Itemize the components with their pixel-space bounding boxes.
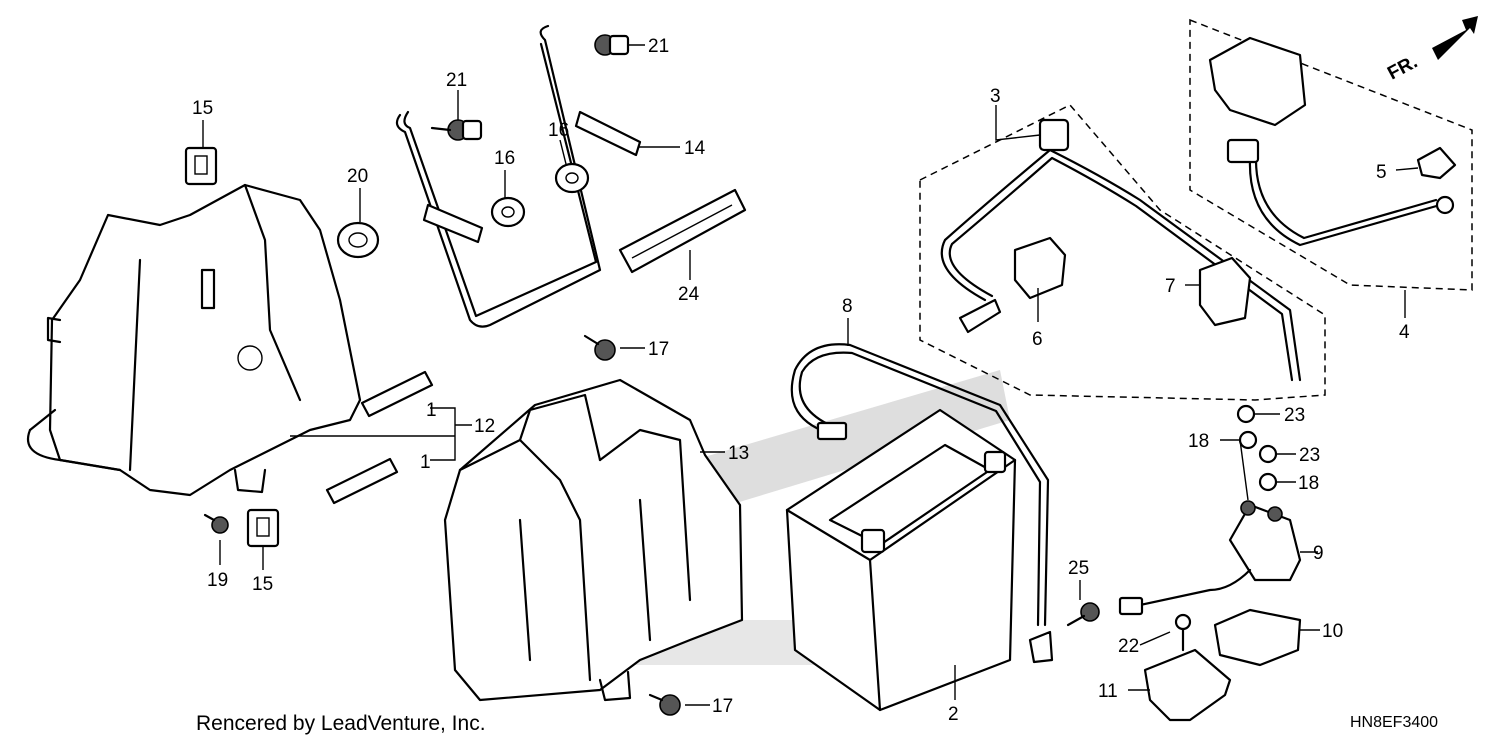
relay-bracket-11	[1143, 648, 1232, 722]
callout-label: 21	[648, 36, 669, 57]
callout-label: 5	[1376, 162, 1387, 183]
nut-23-lower	[1258, 444, 1278, 464]
callout-label: 15	[252, 574, 273, 595]
cable-kit-4	[1189, 18, 1473, 291]
bolt-21-top	[594, 34, 630, 56]
credit-text: Rencered by LeadVenture, Inc.	[196, 712, 486, 735]
callout-label: 20	[347, 166, 368, 187]
battery-2	[785, 408, 1017, 712]
terminal-cap-7	[1198, 256, 1252, 327]
clip-15-bottom	[246, 508, 280, 548]
grommet-16-left	[490, 196, 526, 228]
battery-box-cover	[27, 183, 362, 497]
callout-label: 16	[494, 148, 515, 169]
callout-label: 3	[990, 86, 1001, 107]
callout-label: 17	[712, 696, 733, 717]
callout-label: 25	[1068, 558, 1089, 579]
direction-label: FR.	[1384, 52, 1421, 85]
rubber-strip-1-upper	[360, 370, 434, 418]
callouts: 1 1 2 3 4 5 6 7 8 9 10 11 12 13 14 15 15…	[192, 36, 1410, 725]
leader-lines	[202, 44, 1419, 706]
rubber-strip-1-lower	[325, 457, 399, 505]
callout-label: 23	[1284, 405, 1305, 426]
bolt-17-top	[583, 334, 616, 361]
terminal-cap-6	[1013, 236, 1067, 300]
screw-22	[1174, 613, 1192, 652]
callout-label: 18	[1188, 431, 1209, 452]
callout-label: 17	[648, 339, 669, 360]
callout-label: 19	[207, 570, 228, 591]
bolt-17-bottom	[648, 693, 681, 716]
callout-label: 7	[1165, 276, 1176, 297]
harness-kit-3	[919, 104, 1326, 401]
bolt-25	[1066, 602, 1100, 627]
grommet-16-right	[554, 162, 590, 194]
callout-label: 21	[446, 70, 467, 91]
callout-label: 23	[1299, 445, 1320, 466]
terminal-5	[1416, 146, 1457, 180]
front-direction-arrow: FR.	[1384, 16, 1478, 84]
grommet-20	[336, 221, 380, 259]
washer-18-right	[1258, 472, 1278, 492]
callout-label: 16	[548, 120, 569, 141]
battery-holder-rod	[395, 24, 642, 328]
callout-label: 4	[1399, 322, 1410, 343]
nut-23-upper	[1236, 404, 1256, 424]
battery-strap-24	[618, 188, 747, 274]
callout-label: 18	[1298, 473, 1319, 494]
callout-label: 1	[420, 452, 431, 473]
relay-mount-10	[1213, 608, 1302, 667]
callout-label: 11	[1098, 681, 1118, 702]
clip-15-top	[184, 146, 218, 186]
callout-label: 13	[728, 443, 749, 464]
bolt-19	[203, 513, 229, 534]
callout-label: 8	[842, 296, 853, 317]
callout-label: 9	[1313, 543, 1324, 564]
diagram-code: HN8EF3400	[1350, 714, 1439, 731]
callout-label: 15	[192, 98, 213, 119]
washer-18-left	[1238, 430, 1258, 450]
battery-cable-8	[790, 343, 1054, 664]
callout-label: 10	[1322, 621, 1343, 642]
starter-relay-9	[1118, 500, 1302, 616]
callout-label: 22	[1118, 636, 1139, 657]
callout-label: 12	[474, 416, 495, 437]
callout-label: 6	[1032, 329, 1043, 350]
callout-label: 24	[678, 284, 700, 305]
battery-case-13	[443, 378, 744, 702]
callout-label: 2	[948, 704, 959, 725]
callout-label: 14	[684, 138, 706, 159]
bolt-21-middle	[430, 119, 483, 141]
callout-label: 1	[426, 400, 437, 421]
